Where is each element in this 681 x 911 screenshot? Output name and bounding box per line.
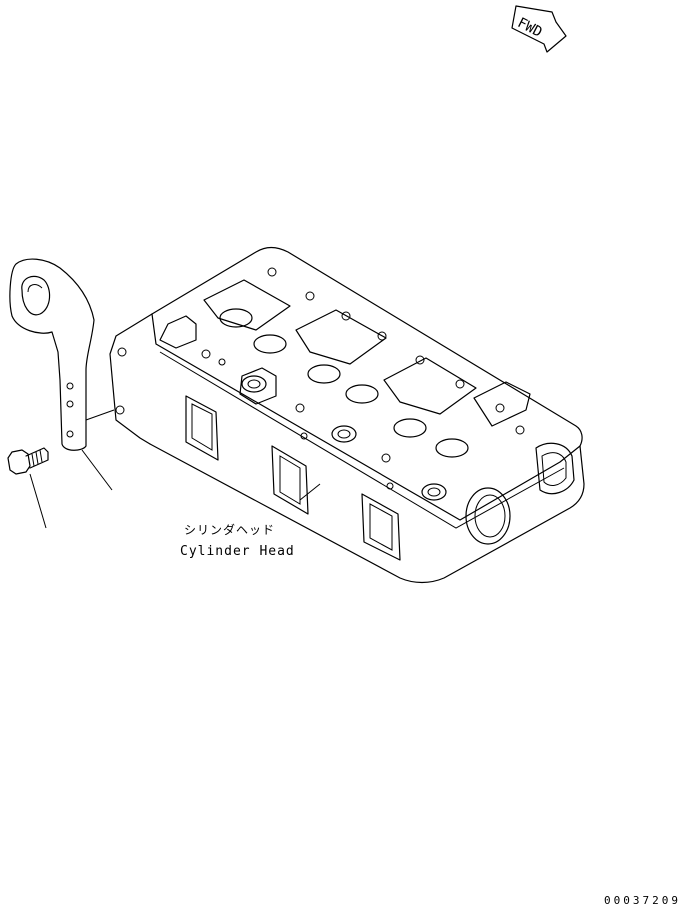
lifting-bracket (9, 258, 115, 491)
part-name-jp: シリンダヘッド (184, 522, 275, 537)
cylinder-2-pocket (239, 309, 387, 443)
cylinder-head (109, 246, 585, 584)
forward-arrow-icon (511, 5, 567, 53)
drawing-number: 00037209 (604, 894, 681, 907)
part-name-en: Cylinder Head (180, 544, 295, 559)
bolt (7, 447, 49, 529)
cylinder-1-pocket (159, 279, 291, 393)
fwd-direction-marker: FWD (511, 5, 567, 53)
cylinder-3-pocket (383, 357, 531, 501)
